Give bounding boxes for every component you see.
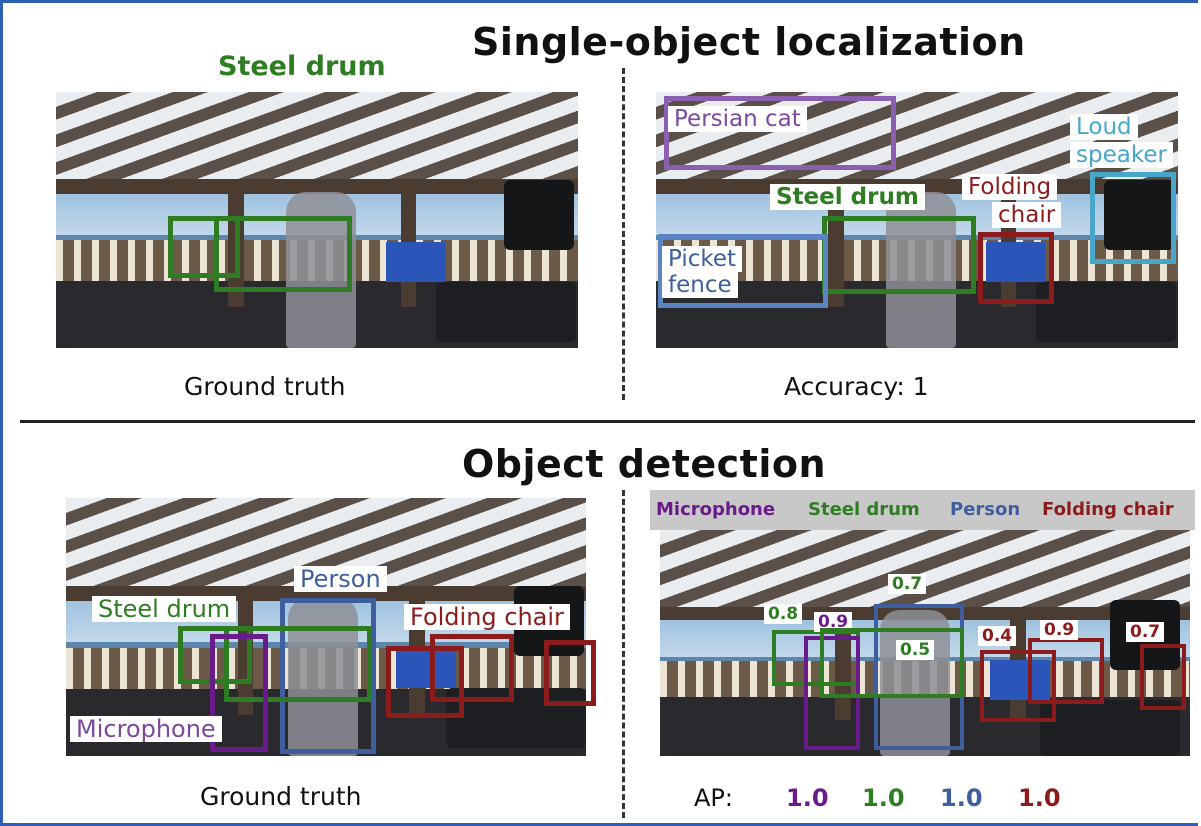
box-chair-det-1: [980, 650, 1056, 722]
legend-bar: [650, 490, 1195, 530]
score-chair-3: 0.7: [1126, 622, 1165, 642]
ap-value-person: 1.0: [940, 784, 983, 812]
label-persian-cat: Persian cat: [668, 106, 807, 132]
box-steel-drum-gt-b1: [178, 626, 252, 684]
box-steel-drum-pred: [822, 216, 976, 294]
box-chair-gt-2: [430, 634, 514, 702]
ap-label: AP:: [694, 784, 733, 812]
title-object-detection: Object detection: [462, 442, 827, 486]
photo-bottom-right: [660, 530, 1190, 756]
legend-microphone: Microphone: [656, 499, 776, 520]
score-chair-1: 0.4: [978, 626, 1017, 646]
box-microphone-gt: [210, 634, 268, 752]
label-steel-drum-gt-bottom: Steel drum: [92, 596, 237, 622]
box-microphone-det: [804, 636, 860, 750]
legend-person: Person: [950, 499, 1021, 520]
label-loud-speaker-2: speaker: [1070, 142, 1173, 168]
label-folding-chair-1: Folding: [962, 174, 1058, 200]
divider-top: [622, 68, 625, 400]
label-picket-fence-1: Picket: [662, 246, 743, 272]
divider-bottom: [622, 490, 625, 818]
box-steel-drum-gt-2: [214, 216, 352, 292]
box-loud-speaker: [1090, 172, 1176, 264]
box-steel-drum-gt-b2: [224, 626, 372, 702]
box-person-gt: [280, 598, 376, 754]
ap-value-folding-chair: 1.0: [1018, 784, 1061, 812]
box-folding-chair-pred: [978, 232, 1054, 304]
label-picket-fence-2: fence: [662, 272, 738, 298]
label-microphone-gt: Microphone: [70, 716, 222, 742]
label-steel-drum-gt-top: Steel drum: [218, 51, 386, 82]
box-steel-drum-det-2: [820, 628, 964, 698]
legend-folding-chair: Folding chair: [1042, 499, 1174, 520]
box-persian-cat: [664, 96, 896, 170]
label-folding-chair-2: chair: [992, 202, 1062, 228]
ap-value-steel-drum: 1.0: [862, 784, 905, 812]
section-divider: [20, 420, 1195, 423]
score-steel-drum-2: 0.5: [896, 640, 935, 660]
score-person: 0.7: [888, 574, 927, 594]
box-picket-fence: [658, 234, 828, 308]
box-chair-gt-3: [544, 640, 596, 706]
label-person-gt: Person: [294, 566, 387, 592]
label-folding-chair-gt: Folding chair: [404, 604, 570, 630]
box-chair-det-3: [1140, 644, 1186, 710]
score-steel-drum-1: 0.8: [764, 604, 803, 624]
caption-accuracy: Accuracy: 1: [784, 372, 929, 401]
box-chair-det-2: [1028, 638, 1104, 704]
box-chair-gt-1: [386, 646, 464, 718]
caption-ground-truth-bottom: Ground truth: [200, 782, 362, 811]
score-microphone: 0.9: [814, 612, 853, 632]
label-steel-drum-pred: Steel drum: [770, 184, 925, 210]
caption-ground-truth-top: Ground truth: [184, 372, 346, 401]
ap-value-microphone: 1.0: [786, 784, 829, 812]
legend-steel-drum: Steel drum: [808, 499, 920, 520]
title-single-object-localization: Single-object localization: [472, 20, 1026, 64]
score-chair-2: 0.9: [1040, 620, 1079, 640]
label-loud-speaker-1: Loud: [1070, 114, 1138, 140]
box-steel-drum-gt-1: [168, 216, 240, 278]
